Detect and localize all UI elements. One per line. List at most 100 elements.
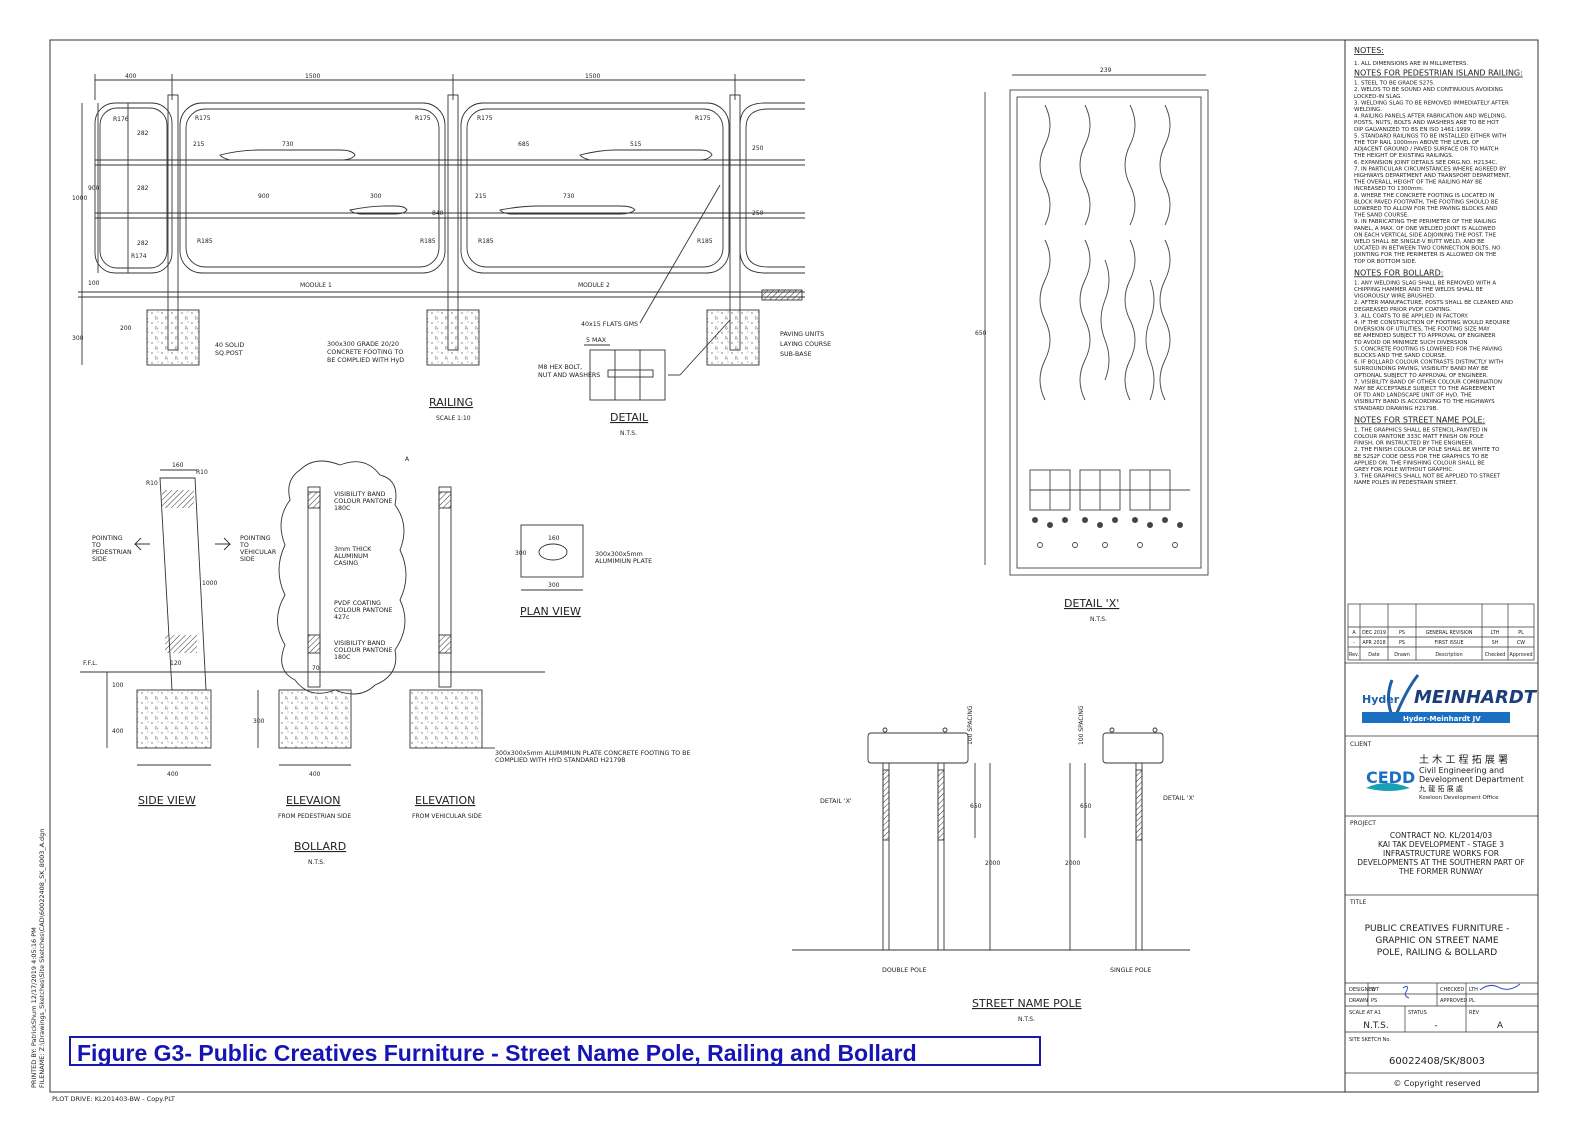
dim-r175-b: R175 (415, 115, 431, 122)
dim-900: 900 (88, 185, 100, 192)
dim-300: 300 (72, 335, 84, 342)
cedd-text: CEDD (1366, 768, 1415, 787)
sheet-border (49, 39, 1539, 1093)
bollard-dim-120: 120 (170, 660, 182, 667)
pointing-ped-3: PEDESTRIAN (92, 549, 132, 556)
railing-drawing (78, 74, 805, 376)
pointing-ped-1: POINTING (92, 535, 123, 542)
bollard-dim-r10-a: R10 (146, 480, 158, 487)
dim-730-b: 730 (563, 193, 575, 200)
flats-label: 40x15 FLATS GMS (581, 321, 638, 328)
street-pole-scale: N.T.S. (1018, 1016, 1035, 1023)
pointing-ped-4: SIDE (92, 556, 107, 563)
casing-l3: CASING (334, 560, 358, 567)
rings-pattern (1037, 542, 1178, 548)
figure-caption: Figure G3- Public Creatives Furniture - … (69, 1036, 1041, 1066)
printed-by-text: PRINTED BY: PatrickShum 12/17/2019 4:05:… (30, 927, 38, 1088)
detail-x-height: 650 (975, 330, 987, 337)
elevation-ped-sub: FROM PEDESTRIAN SIDE (278, 813, 351, 820)
dim-250-b: 250 (752, 210, 764, 217)
vis-band-2-l1: VISIBILITY BAND (334, 640, 386, 647)
bollard-note-13: SURROUNDING PAVING, VISIBILITY BAND MAY … (1354, 366, 1489, 372)
dim-730-a: 730 (282, 141, 294, 148)
bollard-notes-heading: NOTES FOR BOLLARD: (1354, 268, 1443, 277)
bollard-note-1: CHIPPING HAMMER AND THE WELDS SHALL BE (1354, 287, 1483, 293)
sketch-no-label: SITE SKETCH No. (1349, 1037, 1391, 1043)
railing-note-13: 7. IN PARTICULAR CIRCUMSTANCES WHERE AGR… (1354, 166, 1507, 172)
railing-note-15: THE OVERALL HEIGHT OF THE RAILING MAY BE (1353, 180, 1483, 186)
rev-header-1: Date (1368, 652, 1380, 658)
bollard-footing-l2: COMPLIED WITH HYD STANDARD H2179B (495, 757, 626, 764)
casing-l2: ALUMINUM (334, 553, 368, 560)
railing-note-22: PANEL, A MAX. OF ONE WELDED JOINT IS ALL… (1354, 226, 1496, 232)
dim-840: 840 (432, 210, 444, 217)
pointing-veh-3: VEHICULAR (240, 549, 277, 556)
checked-label: CHECKED (1440, 987, 1464, 993)
bollard-scale: N.T.S. (308, 859, 325, 866)
drawing-title-1: PUBLIC CREATIVES FURNITURE - (1365, 924, 1510, 934)
checked-value: LTH (1469, 987, 1478, 993)
pole-dim-2000-a: 2000 (985, 860, 1000, 867)
solid-post-label-2: SQ.POST (215, 350, 243, 357)
drawn-value: PS (1371, 998, 1377, 1004)
dim-282-a: 282 (137, 130, 149, 137)
rev-cell-1-2: PS (1399, 640, 1405, 646)
project-text: CONTRACT NO. KL/2014/03 KAI TAK DEVELOPM… (1357, 831, 1524, 876)
revision-tag: A (405, 456, 410, 463)
laying-course-label: LAYING COURSE (780, 341, 831, 348)
bollard-note-6: 4. IF THE CONSTRUCTION OF FOOTING WOULD … (1354, 320, 1510, 326)
hyder-meinhardt-logo: Hyder MEINHARDT Hyder-Meinhardt JV (1362, 674, 1538, 724)
detail-x-scale: N.T.S. (1090, 616, 1107, 623)
bollard-drawing (80, 460, 584, 766)
plan-dim-300: 300 (515, 550, 527, 557)
rev-header-3: Description (1435, 652, 1462, 658)
pole-note-3: 2. THE FINISH COLOUR OF POLE SHALL BE WH… (1354, 447, 1500, 453)
railing-note-10: ADJACENT GROUND / PAVED SURFACE OR TO MA… (1354, 147, 1499, 153)
single-pole-label: SINGLE POLE (1110, 967, 1151, 974)
bollard-footing-l1: 300x300x5mm ALUMIMIUN PLATE CONCRETE FOO… (495, 750, 690, 757)
filename-text: FILENAME: Z:\Drawings_Sketches\Site Sket… (38, 829, 46, 1088)
designed-label: DESIGNED (1349, 987, 1375, 993)
module-1-label: MODULE 1 (300, 282, 332, 289)
detail-x-drawing (984, 74, 1209, 576)
street-pole-title: STREET NAME POLE (972, 997, 1082, 1010)
status-value: - (1434, 1021, 1437, 1031)
rev-value: A (1497, 1021, 1504, 1031)
bollard-note-19: STANDARD DRAWING H2179B. (1354, 406, 1438, 412)
pointing-veh-1: POINTING (240, 535, 271, 542)
detail-scale: N.T.S. (620, 430, 637, 437)
double-pole-label: DOUBLE POLE (882, 967, 926, 974)
dim-515: 515 (630, 141, 642, 148)
footing-label-2: CONCRETE FOOTING TO (327, 349, 403, 356)
railing-note-21: 9. IN FABRICATING THE PERIMETER OF THE R… (1354, 219, 1496, 225)
general-note-0: 1. ALL DIMENSIONS ARE IN MILLIMETERS. (1354, 61, 1468, 67)
railing-note-9: THE TOP RAIL 1000mm ABOVE THE LEVEL OF (1353, 140, 1479, 146)
pole-note-7: 3. THE GRAPHICS SHALL NOT BE APPLIED TO … (1354, 474, 1501, 480)
designer-signature-icon (1402, 985, 1410, 999)
bollard-note-0: 1. ANY WELDING SLAG SHALL BE REMOVED WIT… (1354, 280, 1496, 286)
bollard-dim-400-c: 400 (309, 771, 321, 778)
project-line-3: INFRASTRUCTURE WORKS FOR (1383, 849, 1499, 858)
railing-note-8: 5. STANDARD RAILINGS TO BE INSTALLED EIT… (1354, 133, 1506, 139)
pole-detail-x-left: DETAIL 'X' (820, 798, 852, 805)
pole-note-4: BE S2S2F CODE OESS FOR THE GRAPHICS TO B… (1354, 454, 1489, 460)
footing-label-3: BE COMPLIED WITH HyD (327, 357, 404, 364)
dim-215-a: 215 (193, 141, 205, 148)
module-2-label: MODULE 2 (578, 282, 610, 289)
railing-note-1: 2. WELDS TO BE SOUND AND CONTINUOUS AVOI… (1354, 87, 1503, 93)
revision-table (1347, 603, 1535, 661)
bollard-note-5: 3. ALL COATS TO BE APPLIED IN FACTORY. (1354, 313, 1469, 319)
vis-band-2-l2: COLOUR PANTONE (334, 647, 393, 654)
detail-x-width: 239 (1100, 67, 1112, 74)
railing-note-2: LOCKED-IN SLAG. (1354, 94, 1402, 100)
detail-title: DETAIL (610, 411, 649, 424)
dim-r174: R174 (131, 253, 147, 260)
pvdf-l2: COLOUR PANTONE (334, 607, 393, 614)
railing-note-16: INCREASED TO 1300mm. (1354, 186, 1424, 192)
plan-dim-160: 160 (548, 535, 560, 542)
dim-215-b: 215 (475, 193, 487, 200)
plot-drive-text: PLOT DRIVE: KL201403-BW - Copy.PLT (52, 1095, 175, 1103)
railing-scale: SCALE 1:10 (436, 415, 471, 422)
meinhardt-text: MEINHARDT (1414, 687, 1538, 708)
